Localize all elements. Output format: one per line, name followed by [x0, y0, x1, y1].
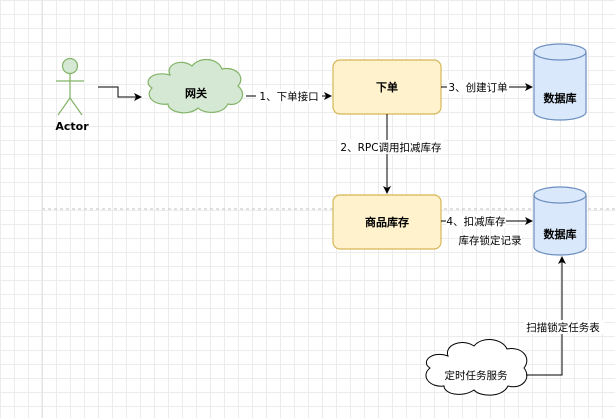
database-top-label: 数据库 [544, 91, 577, 105]
database-top-node[interactable]: 数据库 [533, 43, 587, 121]
stock-label: 商品库存 [365, 215, 409, 229]
edge-4-label-bg [446, 214, 506, 228]
edge-1-label-bg [256, 89, 322, 103]
database-bottom-label: 数据库 [544, 227, 577, 241]
order-node[interactable]: 下单 [332, 59, 442, 115]
edge-1-label: 1、下单接口 [259, 90, 318, 103]
stock-node[interactable]: 商品库存 [332, 194, 442, 250]
edge-2-label: 2、RPC调用扣减库存 [340, 141, 442, 154]
edge-3-label: 3、创建订单 [448, 81, 507, 94]
gateway-node[interactable]: 网关 [147, 59, 243, 114]
edge-2-label-bg [338, 140, 444, 154]
scheduler-label: 定时任务服务 [445, 369, 508, 382]
edge-4-sublabel: 库存锁定记录 [459, 234, 522, 247]
edge-actor-gateway[interactable] [98, 86, 142, 101]
edge-4-label: 4、扣减库存 [446, 215, 506, 228]
edge-scheduler-db[interactable] [526, 256, 566, 376]
edge-5-label-bg [524, 320, 604, 334]
order-label: 下单 [376, 80, 398, 94]
actor-label: Actor [55, 120, 89, 133]
edge-5-label: 扫描锁定任务表 [526, 321, 600, 334]
edge-3-label-bg [447, 80, 509, 94]
gateway-label: 网关 [185, 86, 207, 100]
database-bottom-node[interactable]: 数据库 [533, 186, 587, 256]
scheduler-node[interactable]: 定时任务服务 [425, 339, 528, 396]
actor-node[interactable]: Actor [55, 57, 89, 134]
